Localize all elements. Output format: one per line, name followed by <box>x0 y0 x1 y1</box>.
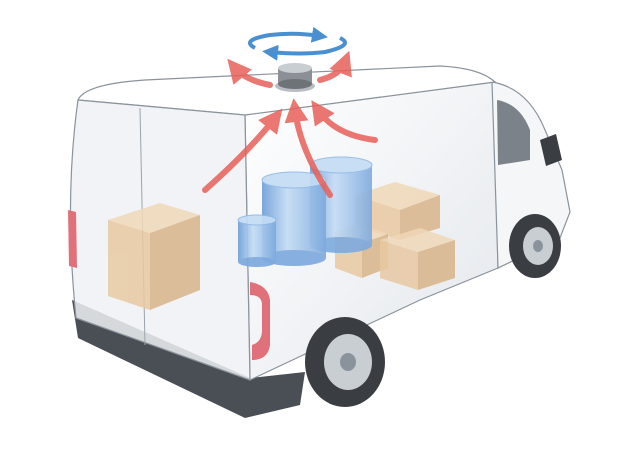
side-mirror <box>540 134 562 166</box>
cargo-box-left <box>108 203 200 310</box>
rear-tail-light-right <box>250 282 270 360</box>
roof-ventilator <box>275 63 315 92</box>
cylinder-small <box>237 214 277 267</box>
cab-window <box>497 100 530 165</box>
rear-wheel <box>305 317 385 407</box>
front-wheel <box>509 214 561 278</box>
cargo-box-right-bottom <box>380 228 455 290</box>
rotation-arrows <box>248 26 347 61</box>
airflow-arrows <box>202 50 378 198</box>
rear-tail-light-left <box>68 210 77 268</box>
